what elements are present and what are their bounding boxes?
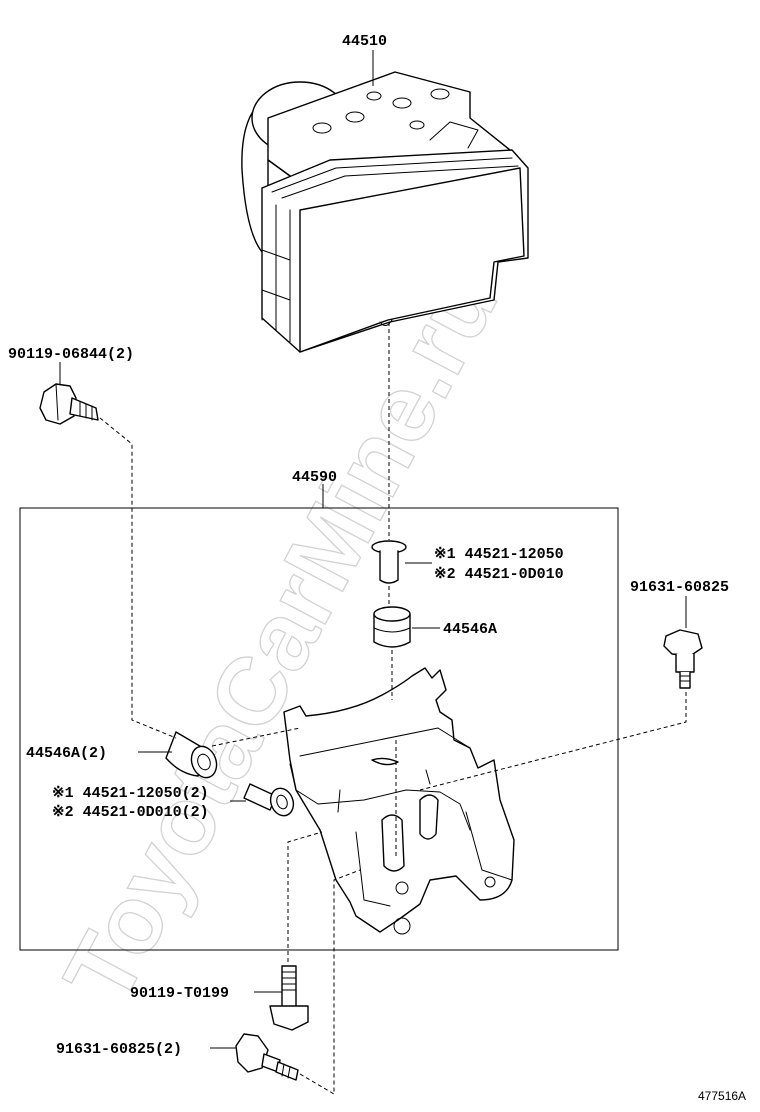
label-cushion-upper: 44546A: [443, 621, 497, 638]
bracket-assembly-frame: [19, 507, 619, 951]
bolt-bottom-2[interactable]: [235, 1033, 299, 1081]
mounting-bracket[interactable]: [283, 667, 515, 935]
label-collar-left-2: ※2 44521-0D010(2): [52, 804, 209, 821]
cushion-upper[interactable]: [373, 606, 411, 648]
dashline-cushion-bracket: [391, 650, 397, 858]
label-bolt-bottom-2: 91631-60825(2): [56, 1041, 182, 1058]
label-bolt-top-left: 90119-06844(2): [8, 346, 134, 363]
label-cushion-left: 44546A(2): [26, 745, 107, 762]
label-bolt-right: 91631-60825: [630, 579, 729, 596]
dashline-bolt-bottom-1: [287, 831, 323, 962]
label-bolt-bottom-1: 90119-T0199: [130, 985, 229, 1002]
bolt-bottom-1[interactable]: [269, 965, 309, 1031]
bolt-top-left[interactable]: [39, 383, 99, 425]
bolt-right[interactable]: [663, 629, 703, 689]
collar-left[interactable]: [243, 783, 297, 819]
label-collar-upper-1: ※1 44521-12050: [434, 546, 564, 563]
collar-upper[interactable]: [371, 540, 407, 584]
dashline-bolt-top-left: [99, 417, 177, 739]
label-bracket: 44590: [292, 469, 337, 486]
label-collar-upper-2: ※2 44521-0D010: [434, 566, 564, 583]
label-collar-left-1: ※1 44521-12050(2): [52, 785, 209, 802]
label-actuator: 44510: [342, 33, 387, 50]
dashline-bolt-bottom-2: [299, 869, 361, 1095]
cushion-left[interactable]: [165, 731, 221, 781]
figure-code: 477516A: [698, 1089, 746, 1103]
abs-actuator[interactable]: [241, 71, 529, 353]
dashline-bolt-right: [419, 692, 687, 791]
dashline-left-cushion-bracket: [211, 727, 301, 747]
